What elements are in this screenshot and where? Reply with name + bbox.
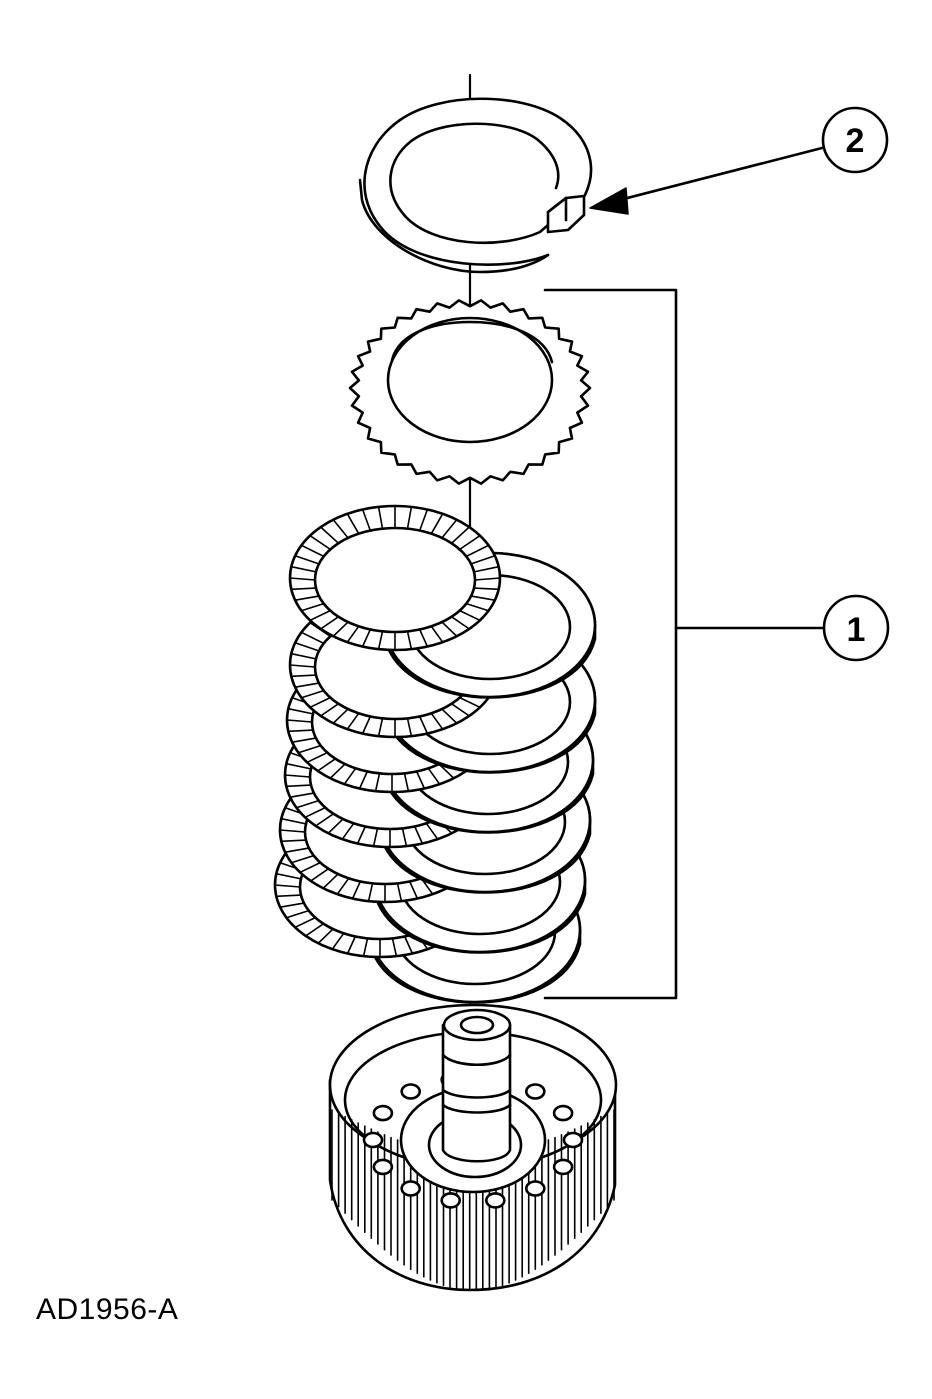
callout-2-label: 2 — [846, 122, 865, 160]
pressure-plate — [348, 299, 592, 485]
clutch-plates-stack — [273, 504, 597, 1004]
clutch-hub — [328, 1003, 618, 1292]
figure-id-label: AD1956-A — [36, 1293, 179, 1326]
callout-1: 1 — [822, 594, 890, 662]
callout-2: 2 — [589, 106, 889, 215]
clutch-pack-bracket — [543, 288, 824, 1000]
snap-ring — [358, 97, 593, 274]
callout-1-label: 1 — [847, 611, 866, 649]
